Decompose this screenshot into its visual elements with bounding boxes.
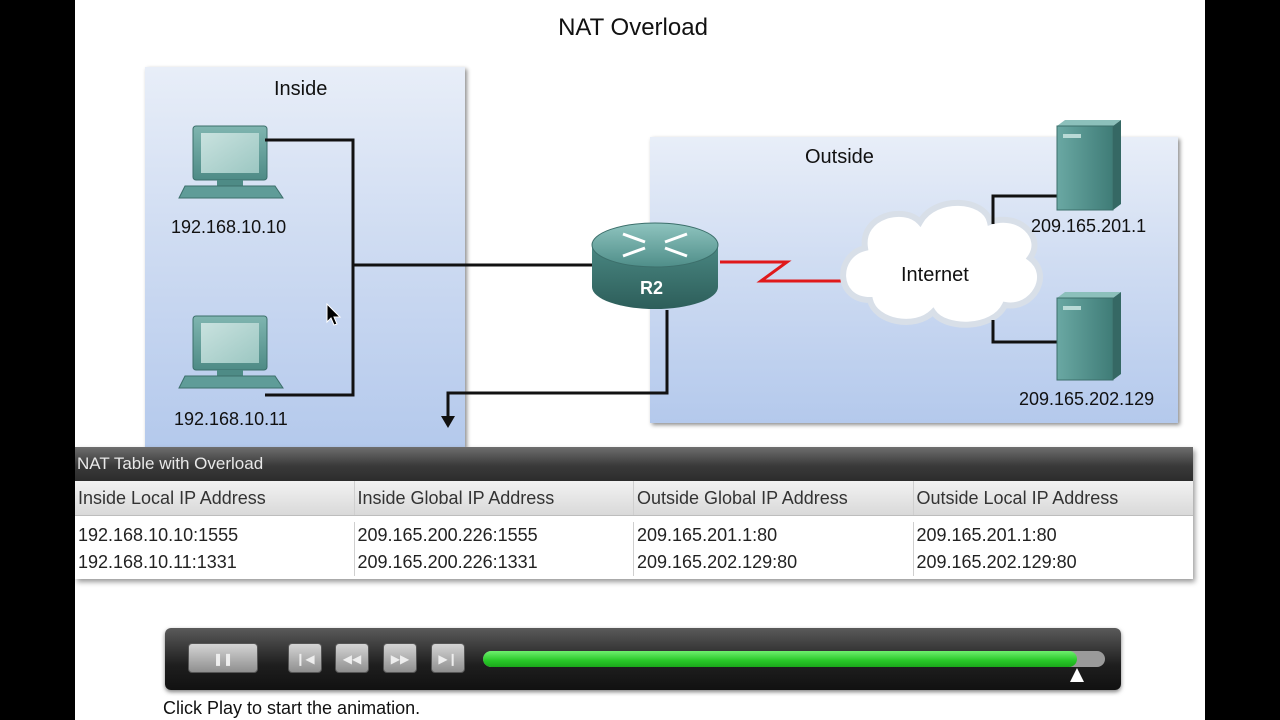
internet-links <box>991 194 1057 344</box>
nat-table-header-row: Inside Local IP Address Inside Global IP… <box>75 481 1193 516</box>
column-header-inside-local: Inside Local IP Address <box>75 481 355 515</box>
host-1-ip: 192.168.10.10 <box>171 217 287 237</box>
pc-icon-host-2 <box>178 315 284 389</box>
ethernet-links <box>265 138 669 420</box>
progress-fill <box>483 651 1077 667</box>
rewind-button[interactable]: ◀◀ <box>335 643 369 673</box>
table-cell: 209.165.201.1:80 <box>916 525 1057 545</box>
column-header-outside-local: Outside Local IP Address <box>916 488 1119 508</box>
serial-link <box>720 260 845 283</box>
down-arrow-icon <box>441 416 455 428</box>
pause-button[interactable]: ❚❚ <box>188 643 258 673</box>
network-diagram <box>178 120 1121 428</box>
fast-forward-button[interactable]: ▶▶ <box>383 643 417 673</box>
router-label: R2 <box>640 278 664 298</box>
table-cell: 209.165.200.226:1555 <box>355 522 634 549</box>
table-cell: 209.165.200.226:1331 <box>355 549 634 576</box>
host-2-ip: 192.168.10.11 <box>174 409 288 429</box>
skip-to-end-button[interactable]: ▶❙ <box>431 643 465 673</box>
table-cell: 209.165.201.1:80 <box>634 522 914 549</box>
column-header-inside-global: Inside Global IP Address <box>355 481 634 515</box>
server-2-ip: 209.165.202.129 <box>1019 389 1155 409</box>
table-cell: 209.165.202.129:80 <box>916 552 1077 572</box>
table-row: 192.168.10.10:1555 209.165.200.226:1555 … <box>75 522 1193 549</box>
router-icon <box>591 222 719 309</box>
progress-scrubber-handle[interactable] <box>1070 668 1084 682</box>
table-cell: 209.165.202.129:80 <box>634 549 914 576</box>
page-title: NAT Overload <box>558 14 708 41</box>
server-icon-1 <box>1056 120 1121 211</box>
nat-table-heading: NAT Table with Overload <box>75 447 1193 481</box>
server-icon-2 <box>1056 292 1121 381</box>
instruction-caption: Click Play to start the animation. <box>163 698 421 718</box>
internet-label: Internet <box>901 264 969 286</box>
server-1-ip: 209.165.201.1 <box>1031 216 1147 236</box>
pc-icon-host-1 <box>178 125 284 199</box>
mouse-pointer-icon <box>326 303 342 326</box>
internet-cloud-icon <box>840 199 1044 328</box>
animation-stage: NAT Overload Inside Outside <box>75 0 1205 720</box>
inside-label: Inside <box>274 78 328 100</box>
progress-track[interactable] <box>483 651 1105 667</box>
animation-player: ❚❚ ❙◀ ◀◀ ▶▶ ▶❙ <box>165 628 1121 690</box>
column-header-outside-global: Outside Global IP Address <box>634 481 914 515</box>
table-cell: 192.168.10.10:1555 <box>75 522 355 549</box>
skip-to-start-button[interactable]: ❙◀ <box>288 643 322 673</box>
table-cell: 192.168.10.11:1331 <box>75 549 355 576</box>
nat-table: NAT Table with Overload Inside Local IP … <box>75 447 1193 579</box>
table-row: 192.168.10.11:1331 209.165.200.226:1331 … <box>75 549 1193 576</box>
outside-label: Outside <box>805 146 874 168</box>
